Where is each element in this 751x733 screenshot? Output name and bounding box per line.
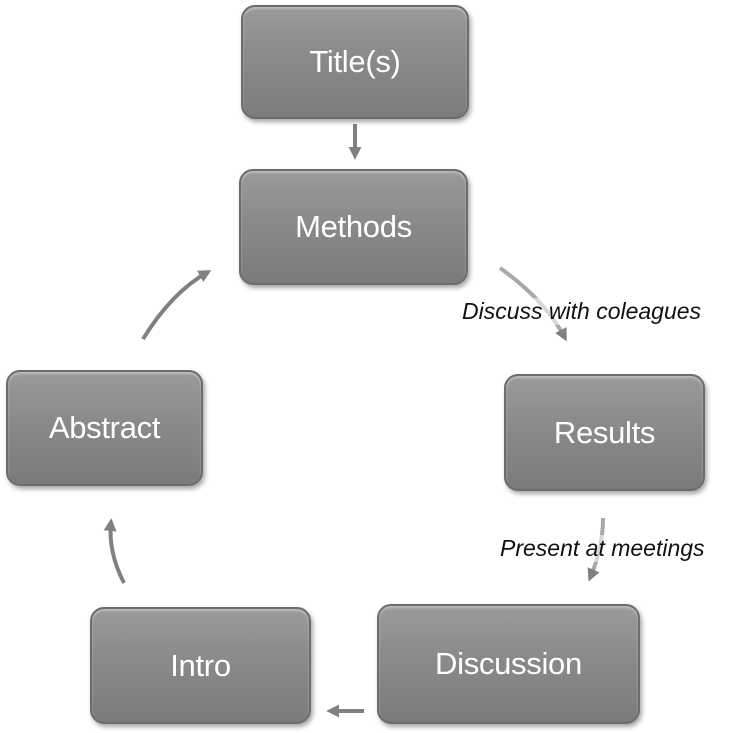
node-discussion: Discussion [377,604,640,724]
node-abstract: Abstract [6,370,203,486]
node-results-label: Results [553,414,656,450]
node-methods-label: Methods [295,209,412,244]
edge-label-present: Present at meetings [500,535,705,562]
node-intro: Intro [90,607,311,724]
node-abstract-label: Abstract [48,410,161,445]
node-titles: Title(s) [241,5,469,119]
node-intro-label: Intro [170,647,231,683]
arrow-intro-to-abstract [103,518,126,584]
node-results: Results [504,374,705,491]
edge-label-discuss: Discuss with coleagues [462,298,702,325]
node-methods: Methods [239,169,468,285]
arrow-abstract-to-methods [141,270,212,341]
node-titles-label: Title(s) [309,44,401,79]
node-discussion-label: Discussion [435,646,582,681]
